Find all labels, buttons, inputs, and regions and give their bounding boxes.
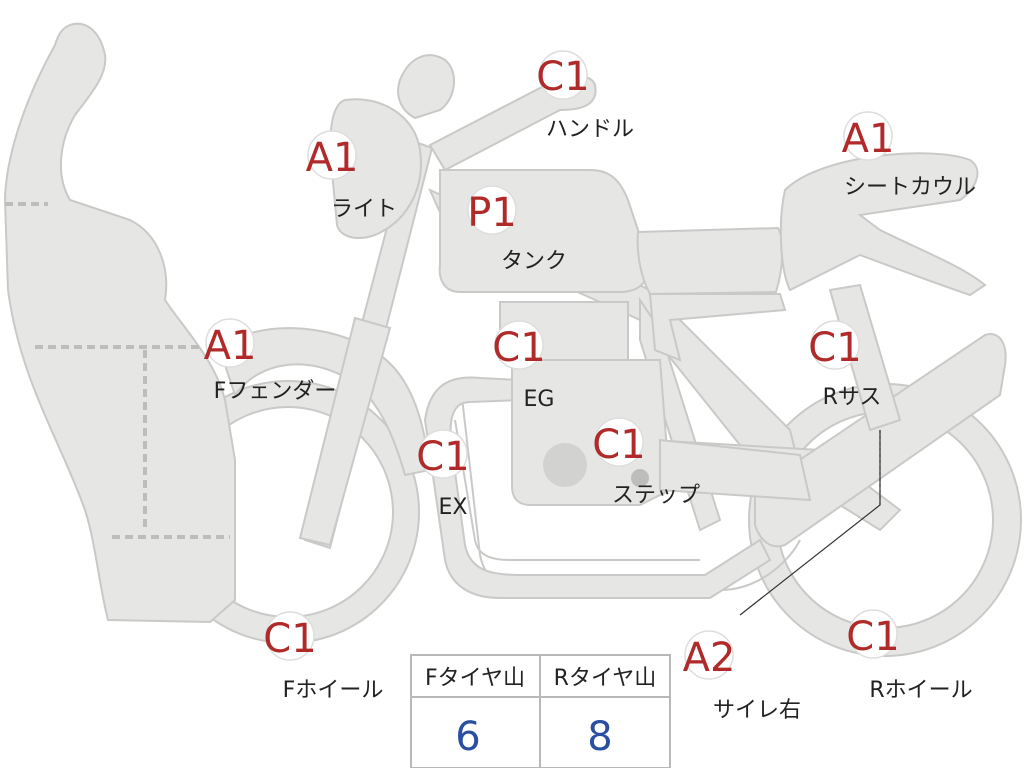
part-label: サイレ右	[713, 698, 801, 723]
grade-text: C1	[492, 325, 545, 371]
grade-text: C1	[808, 325, 861, 371]
grade-text: C1	[536, 54, 589, 100]
part-label: Fフェンダー	[214, 379, 337, 404]
grade-badge	[810, 320, 860, 370]
part-label: ハンドル	[546, 117, 634, 142]
part-label: EG	[524, 387, 555, 412]
part-label: タンク	[501, 249, 567, 274]
part-f-fender: A1 Fフェンダー	[204, 318, 337, 404]
grade-badge	[418, 429, 468, 479]
grade-badge	[265, 611, 315, 661]
seat-cowl-shape	[779, 152, 987, 297]
grade-badge	[467, 185, 517, 235]
part-label: ステップ	[612, 483, 700, 508]
part-r-sus: C1 Rサス	[808, 320, 882, 410]
part-badges: C1 ハンドル A1 ライト P1 タンク A1 シートカウル A1 Fフェンダ…	[204, 50, 976, 723]
part-f-wheel: C1 Fホイール	[263, 611, 384, 703]
part-label: ライト	[331, 197, 397, 222]
part-muffler-r: A2 サイレ右	[683, 630, 801, 723]
tire-tread-table: Fタイヤ山 Rタイヤ山 6 8	[410, 654, 671, 768]
part-step: C1 ステップ	[592, 417, 700, 508]
grade-badge	[205, 318, 255, 368]
grade-text: A2	[683, 635, 736, 681]
part-ex: C1 EX	[416, 429, 470, 520]
grade-badge	[843, 111, 893, 161]
grade-badge	[594, 417, 644, 467]
grade-badge	[684, 630, 734, 680]
part-label: Rサス	[823, 385, 882, 410]
part-light: A1 ライト	[306, 130, 397, 222]
grade-text: A1	[204, 323, 257, 369]
front-tread-header: Fタイヤ山	[425, 666, 525, 691]
rear-tread-value: 8	[587, 714, 612, 760]
part-label: Fホイール	[283, 678, 384, 703]
part-tank: P1 タンク	[467, 185, 567, 274]
grade-badge	[538, 50, 588, 100]
part-r-wheel: C1 Rホイール	[846, 609, 973, 703]
grade-text: C1	[592, 422, 645, 468]
grade-text: P1	[467, 190, 517, 236]
part-handle: C1 ハンドル	[536, 50, 634, 142]
front-tread-value: 6	[455, 714, 480, 760]
part-eg: C1 EG	[492, 320, 555, 412]
grade-text: A1	[842, 116, 895, 162]
grade-text: C1	[263, 616, 316, 662]
part-label: EX	[439, 495, 468, 520]
grade-text: A1	[306, 135, 359, 181]
rider-silhouette	[3, 22, 236, 624]
grade-text: C1	[416, 434, 469, 480]
grade-badge	[848, 609, 898, 659]
grade-badge	[494, 320, 544, 370]
grade-badge	[307, 130, 357, 180]
grade-text: C1	[846, 614, 899, 660]
part-seat-cowl: A1 シートカウル	[842, 111, 976, 200]
rear-tread-header: Rタイヤ山	[554, 666, 657, 691]
part-label: シートカウル	[844, 175, 976, 200]
part-label: Rホイール	[869, 678, 972, 703]
seat-shape	[636, 226, 784, 296]
